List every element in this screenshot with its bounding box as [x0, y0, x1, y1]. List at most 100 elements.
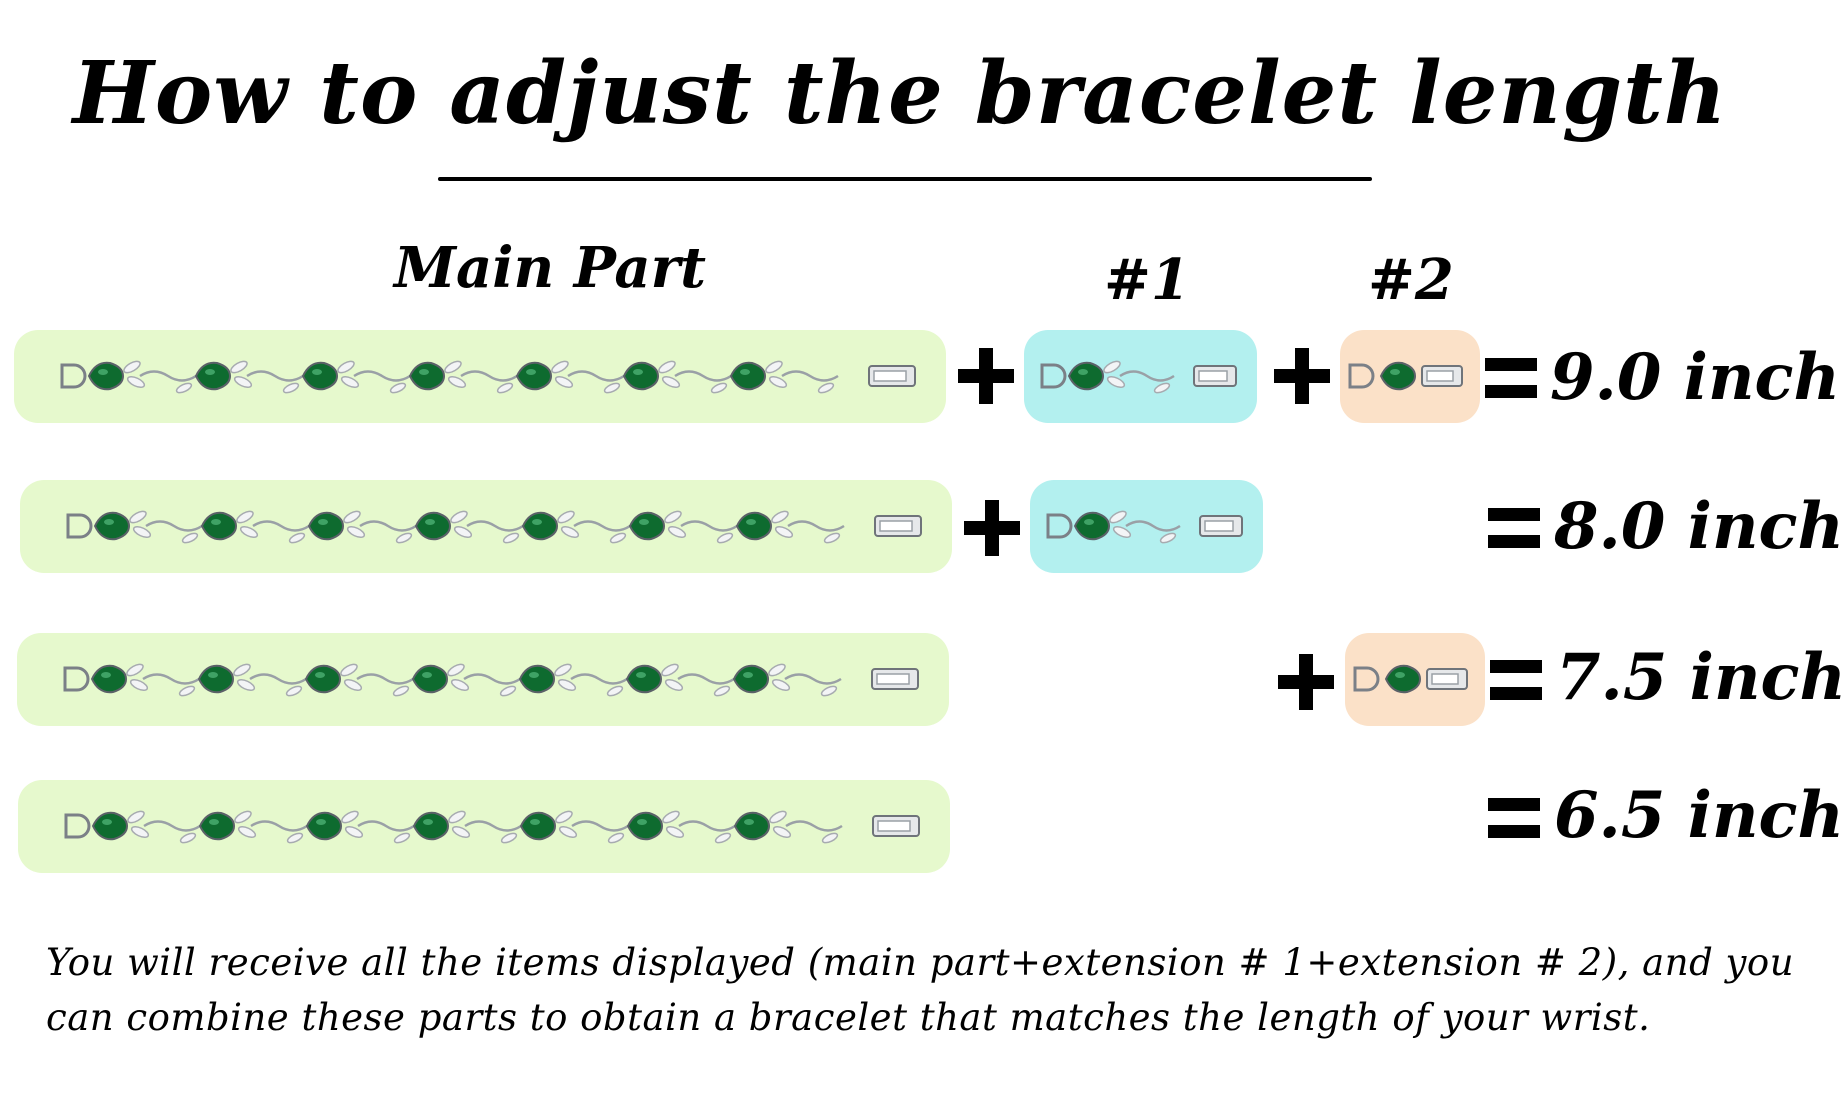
crystal-leaf-icon: [178, 685, 196, 697]
gem-highlight: [98, 369, 108, 375]
emerald-gem-icon: [90, 664, 128, 694]
chain-wire: [466, 520, 524, 532]
main-part-header: Main Part: [394, 235, 707, 301]
gem-highlight: [315, 672, 325, 678]
crystal-leaf-icon: [340, 663, 358, 677]
main-bracelet-image: [64, 810, 920, 844]
extension-1-image: [1040, 360, 1237, 394]
crystal-leaf-icon: [771, 678, 791, 692]
gem-highlight: [318, 519, 328, 525]
main-bracelet-image: [66, 510, 922, 544]
crystal-leaf-icon: [710, 382, 728, 394]
clasp-inner: [879, 520, 913, 532]
crystal-leaf-icon: [774, 525, 794, 539]
emerald-gem-icon: [626, 811, 664, 841]
gem-highlight: [205, 369, 215, 375]
crystal-leaf-icon: [337, 360, 355, 374]
emerald-gem-icon: [1067, 361, 1105, 391]
note-line-1: You will receive all the items displayed…: [46, 941, 1795, 984]
crystal-leaf-icon: [772, 825, 792, 839]
crystal-leaf-icon: [714, 832, 732, 844]
chain-wire: [356, 673, 414, 685]
emerald-gem-icon: [93, 511, 131, 541]
clasp-inner: [873, 370, 907, 382]
emerald-gem-icon: [194, 361, 232, 391]
crystal-leaf-icon: [603, 382, 621, 394]
crystal-leaf-icon: [239, 525, 259, 539]
crystal-leaf-icon: [1153, 382, 1171, 394]
chain-wire: [249, 673, 307, 685]
crystal-leaf-icon: [500, 832, 518, 844]
emerald-gem-icon: [408, 361, 446, 391]
chain-wire: [1119, 370, 1175, 382]
title-divider: [438, 177, 1372, 181]
gem-highlight: [633, 369, 643, 375]
gem-highlight: [637, 819, 647, 825]
emerald-gem-icon: [625, 664, 663, 694]
crystal-leaf-icon: [393, 832, 411, 844]
chain-wire: [246, 370, 304, 382]
crystal-leaf-icon: [230, 360, 248, 374]
gem-highlight: [422, 672, 432, 678]
emerald-gem-icon: [411, 664, 449, 694]
equals-sign-icon: [1490, 658, 1542, 702]
gem-highlight: [312, 369, 322, 375]
chain-wire: [463, 673, 521, 685]
crystal-leaf-icon: [713, 685, 731, 697]
chain-wire: [784, 673, 842, 685]
instruction-note: You will receive all the items displayed…: [46, 935, 1795, 1045]
equals-sign-icon: [1485, 356, 1537, 400]
crystal-leaf-icon: [665, 825, 685, 839]
chain-end-link: [1353, 666, 1380, 692]
clasp-inner: [1198, 370, 1228, 382]
crystal-leaf-icon: [344, 825, 364, 839]
emerald-gem-icon: [305, 811, 343, 841]
emerald-gem-icon: [412, 811, 450, 841]
crystal-leaf-icon: [560, 525, 580, 539]
crystal-leaf-icon: [126, 663, 144, 677]
clasp-inner: [1426, 370, 1454, 382]
crystal-leaf-icon: [132, 525, 152, 539]
extension-2-image: [1348, 361, 1463, 391]
chain-wire: [250, 820, 308, 832]
crystal-leaf-icon: [343, 510, 361, 524]
chain-end-link: [63, 666, 90, 692]
gem-highlight: [211, 519, 221, 525]
length-label: 9.0 inch: [1550, 340, 1840, 415]
emerald-gem-icon: [91, 811, 129, 841]
crystal-leaf-icon: [557, 678, 577, 692]
chain-wire: [787, 520, 845, 532]
emerald-gem-icon: [198, 811, 236, 841]
crystal-leaf-icon: [236, 678, 256, 692]
crystal-leaf-icon: [765, 360, 783, 374]
emerald-gem-icon: [628, 511, 666, 541]
chain-wire: [460, 370, 518, 382]
chain-wire: [567, 370, 625, 382]
crystal-leaf-icon: [123, 360, 141, 374]
crystal-leaf-icon: [496, 382, 514, 394]
chain-wire: [142, 673, 200, 685]
crystal-leaf-icon: [1109, 510, 1127, 524]
crystal-leaf-icon: [129, 510, 147, 524]
crystal-leaf-icon: [820, 685, 838, 697]
crystal-leaf-icon: [343, 678, 363, 692]
crystal-leaf-icon: [181, 532, 199, 544]
chain-wire: [573, 520, 631, 532]
emerald-gem-icon: [1073, 511, 1111, 541]
chain-wire: [674, 370, 732, 382]
extension-2-image: [1353, 664, 1468, 694]
crystal-leaf-icon: [395, 532, 413, 544]
gem-highlight: [1084, 519, 1094, 525]
gem-highlight: [425, 519, 435, 525]
plus-sign-icon: [964, 500, 1020, 556]
extension-1-image: [1046, 510, 1243, 544]
gem-highlight: [532, 519, 542, 525]
crystal-leaf-icon: [607, 832, 625, 844]
crystal-leaf-icon: [453, 525, 473, 539]
gem-highlight: [419, 369, 429, 375]
extension-1-panel: [1030, 480, 1263, 573]
chain-wire: [571, 820, 629, 832]
crystal-leaf-icon: [554, 663, 572, 677]
crystal-leaf-icon: [609, 532, 627, 544]
emerald-gem-icon: [301, 361, 339, 391]
